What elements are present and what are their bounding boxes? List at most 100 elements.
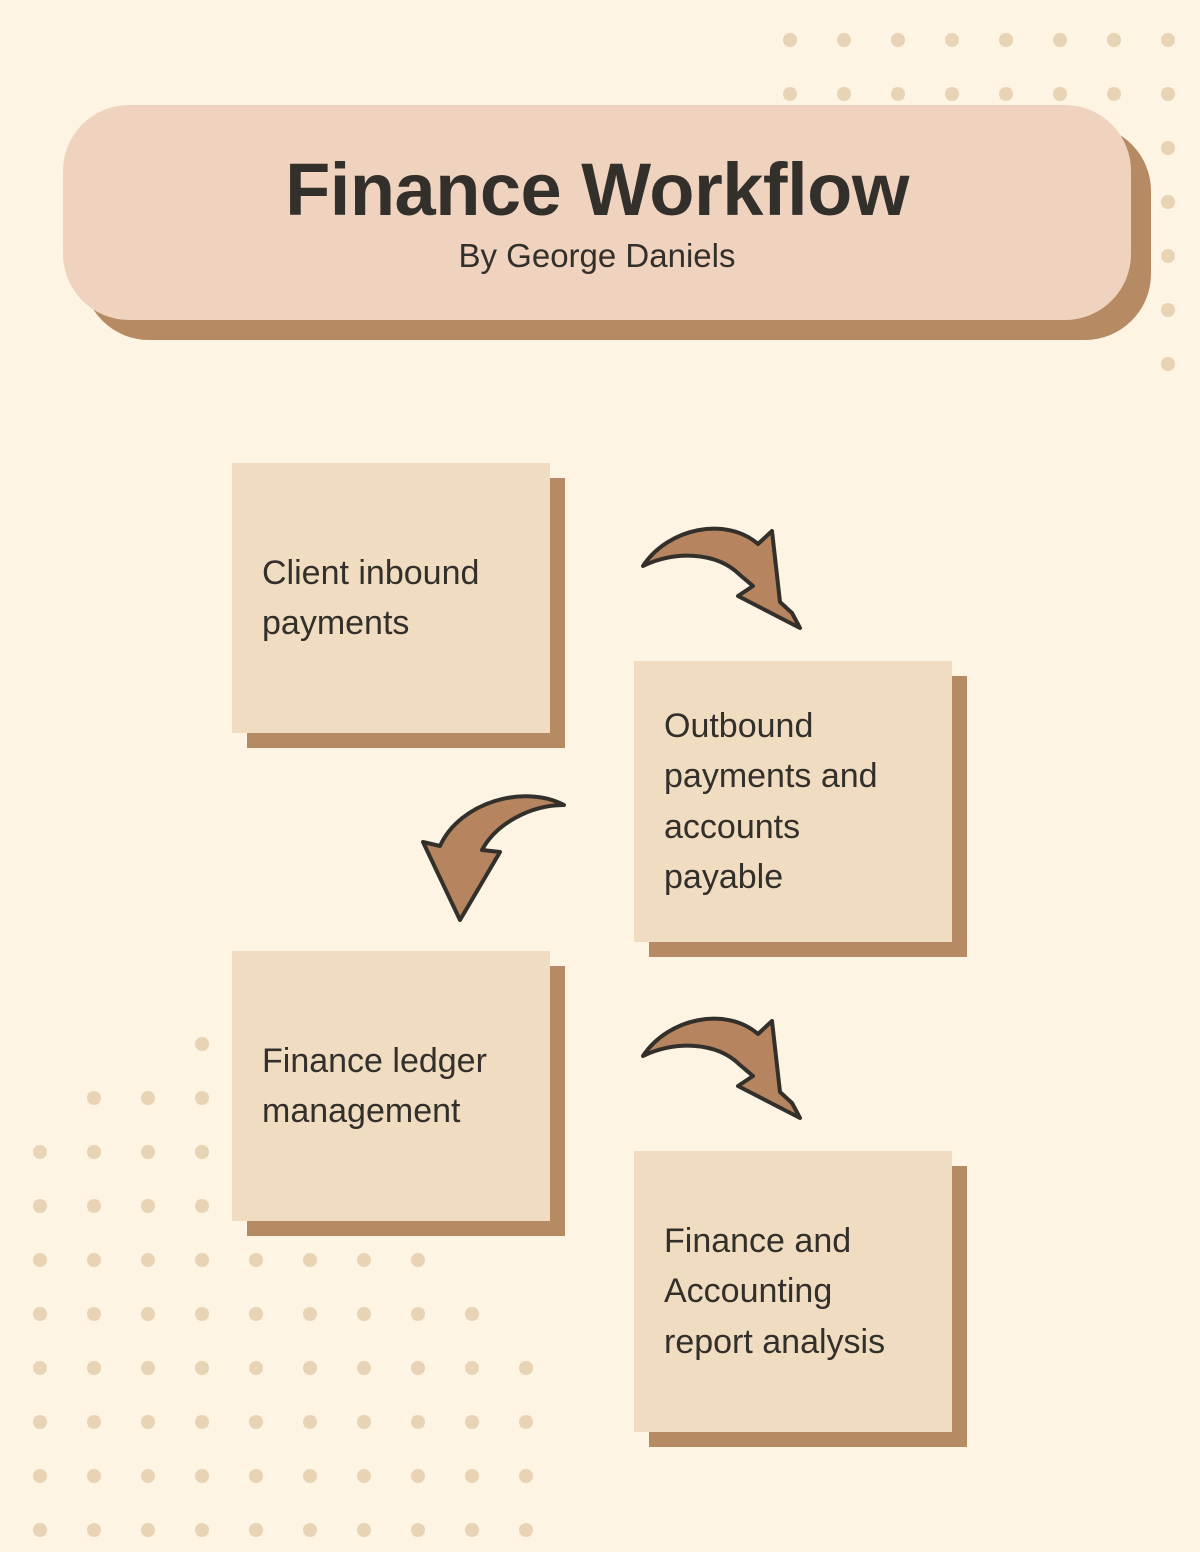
step-card-4[interactable]: Finance and Accounting report analysis — [634, 1151, 967, 1447]
decorative-dot — [1053, 87, 1067, 101]
decorative-dot — [303, 1307, 317, 1321]
header-banner: Finance Workflow By George Daniels — [63, 105, 1151, 340]
decorative-dot — [411, 1361, 425, 1375]
page-title: Finance Workflow — [285, 147, 909, 231]
decorative-dot — [1161, 303, 1175, 317]
decorative-dot — [303, 1469, 317, 1483]
step-card-3-label: Finance ledger management — [262, 1041, 487, 1130]
decorative-dot — [141, 1091, 155, 1105]
decorative-dot — [783, 33, 797, 47]
decorative-dot — [1161, 195, 1175, 209]
decorative-dot — [357, 1253, 371, 1267]
decorative-dot — [87, 1361, 101, 1375]
step-card-2-label: Outbound payments and accounts payable — [664, 706, 878, 896]
decorative-dot — [141, 1253, 155, 1267]
decorative-dot — [519, 1469, 533, 1483]
decorative-dot — [837, 33, 851, 47]
decorative-dot — [303, 1361, 317, 1375]
header-card: Finance Workflow By George Daniels — [63, 105, 1131, 320]
decorative-dot — [195, 1145, 209, 1159]
decorative-dot — [195, 1361, 209, 1375]
decorative-dot — [87, 1253, 101, 1267]
decorative-dot — [357, 1469, 371, 1483]
decorative-dot — [87, 1145, 101, 1159]
decorative-dot — [465, 1415, 479, 1429]
decorative-dot — [33, 1307, 47, 1321]
decorative-dot — [411, 1253, 425, 1267]
decorative-dot — [837, 87, 851, 101]
decorative-dot — [249, 1361, 263, 1375]
decorative-dot — [33, 1361, 47, 1375]
decorative-dot — [1161, 87, 1175, 101]
decorative-dot — [465, 1307, 479, 1321]
decorative-dot — [249, 1415, 263, 1429]
step-card-3[interactable]: Finance ledger management — [232, 951, 565, 1236]
decorative-dot — [249, 1523, 263, 1537]
decorative-dot — [141, 1307, 155, 1321]
decorative-dot — [87, 1523, 101, 1537]
decorative-dot — [999, 87, 1013, 101]
decorative-dot — [87, 1469, 101, 1483]
decorative-dot — [1053, 33, 1067, 47]
decorative-dot — [33, 1199, 47, 1213]
decorative-dot — [357, 1307, 371, 1321]
decorative-dot — [195, 1523, 209, 1537]
decorative-dot — [195, 1037, 209, 1051]
decorative-dot — [33, 1253, 47, 1267]
decorative-dot — [33, 1523, 47, 1537]
decorative-dot — [1161, 357, 1175, 371]
step-card-2[interactable]: Outbound payments and accounts payable — [634, 661, 967, 957]
decorative-dot — [465, 1523, 479, 1537]
decorative-dot — [33, 1415, 47, 1429]
decorative-dot — [303, 1415, 317, 1429]
decorative-dot — [357, 1361, 371, 1375]
curved-arrow-left-down-icon — [421, 794, 566, 922]
decorative-dot — [357, 1523, 371, 1537]
decorative-dot — [783, 87, 797, 101]
step-card-2-face: Outbound payments and accounts payable — [634, 661, 952, 942]
decorative-dot — [519, 1523, 533, 1537]
decorative-dot — [195, 1415, 209, 1429]
decorative-dot — [33, 1469, 47, 1483]
decorative-dot — [411, 1415, 425, 1429]
decorative-dot — [33, 1145, 47, 1159]
decorative-dot — [945, 87, 959, 101]
step-card-1-label: Client inbound payments — [262, 553, 480, 642]
decorative-dot — [465, 1469, 479, 1483]
decorative-dot — [195, 1469, 209, 1483]
decorative-dot — [249, 1253, 263, 1267]
decorative-dot — [891, 87, 905, 101]
decorative-dot — [195, 1199, 209, 1213]
decorative-dot — [141, 1361, 155, 1375]
step-card-4-label: Finance and Accounting report analysis — [664, 1222, 886, 1361]
decorative-dot — [411, 1469, 425, 1483]
decorative-dot — [87, 1415, 101, 1429]
step-card-4-face: Finance and Accounting report analysis — [634, 1151, 952, 1432]
decorative-dot — [141, 1145, 155, 1159]
decorative-dot — [1161, 141, 1175, 155]
decorative-dot — [519, 1361, 533, 1375]
decorative-dot — [519, 1415, 533, 1429]
decorative-dot — [411, 1307, 425, 1321]
decorative-dot — [195, 1307, 209, 1321]
step-card-1-face: Client inbound payments — [232, 463, 550, 733]
decorative-dot — [303, 1253, 317, 1267]
decorative-dot — [87, 1199, 101, 1213]
decorative-dot — [249, 1469, 263, 1483]
author-byline: By George Daniels — [458, 237, 736, 275]
decorative-dot — [999, 33, 1013, 47]
decorative-dot — [1107, 33, 1121, 47]
curved-arrow-right-down-icon — [641, 1016, 802, 1120]
step-card-1[interactable]: Client inbound payments — [232, 463, 565, 748]
decorative-dot — [87, 1091, 101, 1105]
decorative-dot — [141, 1469, 155, 1483]
decorative-dot — [357, 1415, 371, 1429]
decorative-dot — [141, 1523, 155, 1537]
curved-arrow-right-down-icon — [641, 526, 802, 630]
decorative-dot — [195, 1091, 209, 1105]
decorative-dot — [303, 1523, 317, 1537]
decorative-dot — [1161, 249, 1175, 263]
decorative-dot — [195, 1253, 209, 1267]
step-card-3-face: Finance ledger management — [232, 951, 550, 1221]
